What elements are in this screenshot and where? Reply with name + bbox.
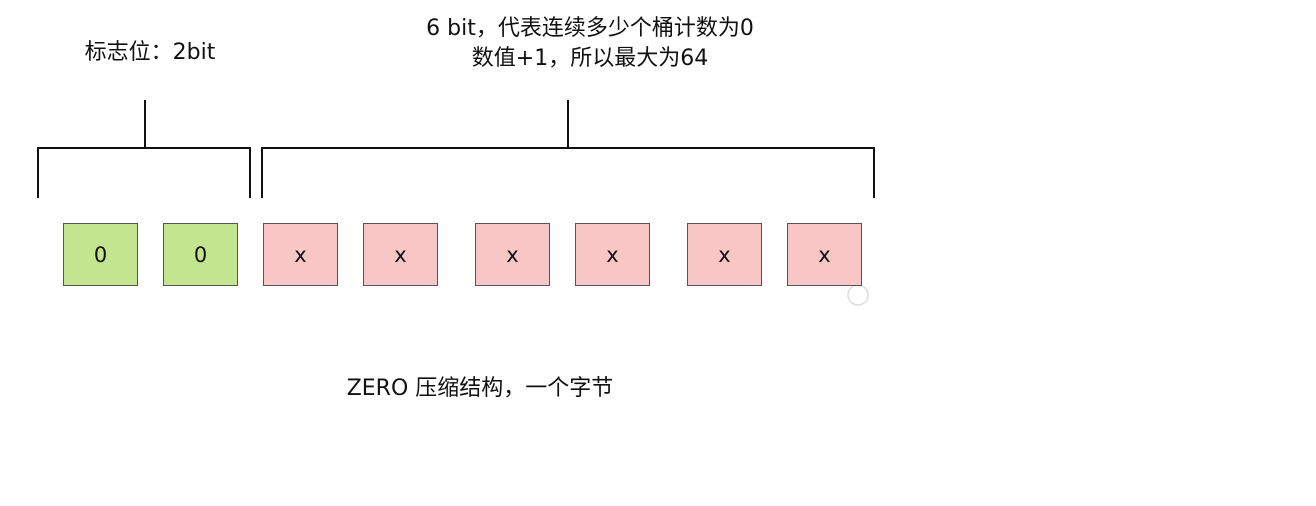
bit-cell-7: x	[687, 223, 762, 286]
data-bracket	[261, 100, 875, 198]
count-description-line1: 6 bit，代表连续多少个桶计数为0	[426, 16, 754, 41]
bit-cell-4: x	[363, 223, 438, 286]
bit-value: x	[606, 242, 619, 267]
bit-cell-5: x	[475, 223, 550, 286]
bit-value: 0	[93, 242, 108, 267]
bit-cell-8: x	[787, 223, 862, 286]
bit-value: 0	[193, 242, 208, 267]
caption: ZERO 压缩结构，一个字节	[346, 376, 614, 401]
flag-label: 标志位：2bit	[84, 40, 216, 65]
cursor-circle	[847, 284, 869, 306]
bit-value: x	[506, 242, 519, 267]
bit-cell-1: 0	[63, 223, 138, 286]
bit-value: x	[818, 242, 831, 267]
bit-value: x	[718, 242, 731, 267]
bit-cell-2: 0	[163, 223, 238, 286]
count-description-line2: 数值+1，所以最大为64	[471, 46, 709, 71]
bit-cell-6: x	[575, 223, 650, 286]
count-description: 6 bit，代表连续多少个桶计数为0 数值+1，所以最大为64	[300, 14, 880, 74]
flag-bracket	[37, 100, 251, 198]
bit-value: x	[394, 242, 407, 267]
bit-cell-3: x	[263, 223, 338, 286]
bit-value: x	[294, 242, 307, 267]
